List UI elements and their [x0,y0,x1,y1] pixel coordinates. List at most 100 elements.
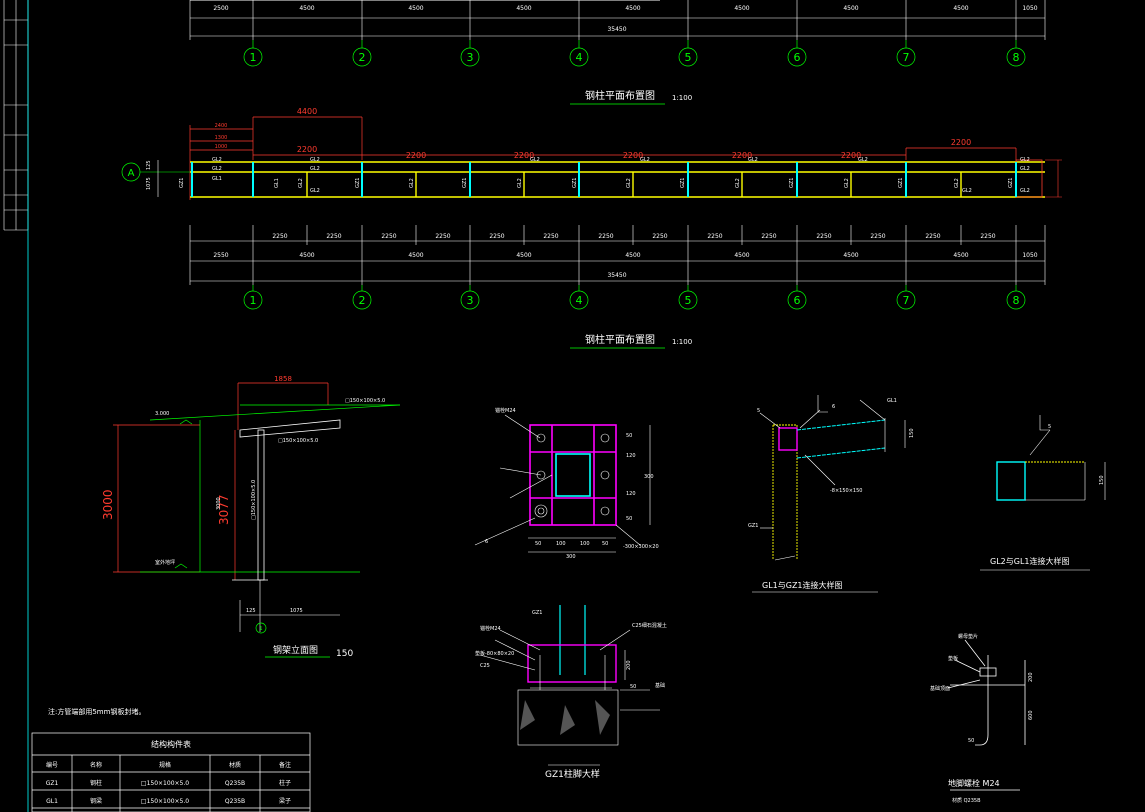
member-table [31,732,311,812]
table-cell: 钢梁 [90,797,102,805]
foot-label: 锚栓M24 [480,625,501,632]
axis-bubble-label: 1 [250,294,257,307]
anchor-label: 螺母垫片 [958,633,978,640]
member-label: GL2 [748,157,758,163]
plate-dim-right: 120 [626,491,636,497]
row-axis-label: A [128,168,135,179]
foot-gz-label: GZ1 [532,610,542,616]
top-bay-dim: 4500 [843,5,858,12]
half-dim: 2250 [326,233,341,240]
member-label: GL2 [954,178,960,188]
anchor-dim: 50 [968,738,974,744]
table-header: 备注 [279,761,291,769]
member-label: GZ1 [789,178,795,188]
gl2-dim: 150 [1099,475,1105,485]
plate-dim-bottom: 100 [580,541,590,547]
axis-bubble-label: 6 [794,51,801,64]
table-cell: 柱子 [279,779,291,787]
level-top: 3.000 [155,411,169,417]
weld-label: 5 [757,408,760,414]
top-bay-dim: 4500 [734,5,749,12]
column-foot-title: GZ1柱脚大样 [545,768,600,780]
gl2-detail-title: GL2与GL1连接大样图 [990,556,1070,566]
main-plan: 4400 2400 1300 1000 2200 2200 2200 2200 … [121,107,1062,349]
half-dim: 2250 [707,233,722,240]
top-bay-dim: 4500 [299,5,314,12]
elevation-bottom-dim: 125 [246,608,256,614]
top-plan: 2500 4500 4500 4500 4500 4500 4500 4500 … [189,0,1046,105]
axis-bubble-label: 3 [467,294,474,307]
plate-label: -300×300×20 [623,544,659,550]
bay-dim: 1050 [1022,252,1037,259]
member-label: GZ1 [898,178,904,188]
gl2-weld: 5 [1048,424,1051,430]
elevation-top-dim: 1858 [274,375,292,383]
stiff-label: 6 [485,539,488,545]
bay-dim: 4500 [953,252,968,259]
foot-label: C25细石混凝土 [632,622,667,629]
segment-dim: 2200 [623,151,643,160]
table-header: 材质 [229,761,241,769]
axis-bubble-label: 5 [685,294,692,307]
column-height: 3000 [216,497,222,510]
axis-bubble-label: 2 [359,294,366,307]
plate-dim-bottom: 100 [556,541,566,547]
foot-dim-2: 50 [630,684,636,690]
gl1-detail-title: GL1与GZ1连接大样图 [762,580,843,590]
top-plan-title: 钢柱平面布置图 [585,89,655,102]
axis-bubble-label: 1 [250,51,257,64]
half-dim: 2250 [870,233,885,240]
beam-label-2: □150×100×5.0 [278,438,318,444]
member-label: GL1 [274,178,280,188]
axis-bubble-label: 4 [576,294,583,307]
gz1-label: GZ1 [748,523,758,529]
table-header: 名称 [90,761,102,769]
anchor-label: 锚栓M24 [495,407,516,414]
foot-dim: 200 [626,660,632,670]
plate-dim-right: 50 [626,516,632,522]
anchor-bolt-detail: 螺母垫片 垫板 基础顶面 200 600 50 材质 Q235B 地脚螺栓 M2… [930,633,1034,804]
plate-dim-right: 120 [626,453,636,459]
anchor-dim: 600 [1028,710,1034,720]
segment-dim: 2200 [406,151,426,160]
member-label: GL2 [844,178,850,188]
elevation-height-inner: 3077 [217,494,231,525]
top-bay-dim: 4500 [953,5,968,12]
member-label: GL2 [310,188,320,194]
gl1-dim: 150 [909,428,915,438]
member-label: GZ1 [355,178,361,188]
main-plan-scale: 1:100 [672,338,692,346]
base-plate-detail: 锚栓M24 -300×300×20 6 50 120 300 120 50 50… [474,407,659,560]
axis-bubble-label: 7 [903,294,910,307]
half-dim: 2250 [598,233,613,240]
table-cell: 梁子 [279,797,291,805]
frame-elevation: 1858 3000 3077 3.000 室外地坪 □150×100×5.0 □… [101,375,401,659]
axis-bubble-label: 8 [1013,294,1020,307]
member-label: GL1 [212,176,222,182]
elevation-bottom-dim: 1075 [290,608,303,614]
axis-bubble-label: 4 [576,51,583,64]
axis-bubble-label: 2 [359,51,366,64]
gl1-plate-label: -8×150×150 [830,488,862,494]
segment-dim: 2200 [732,151,752,160]
half-dim: 2250 [761,233,776,240]
plate-dim-right: 50 [626,433,632,439]
half-dim: 2250 [543,233,558,240]
member-label: GL2 [962,188,972,194]
half-dim: 2250 [925,233,940,240]
member-label: GZ1 [1008,178,1014,188]
axis-bubble-label: 6 [794,294,801,307]
half-dim: 2250 [816,233,831,240]
bay-dim: 4500 [299,252,314,259]
level-bottom: 室外地坪 [155,559,175,566]
table-title: 结构构件表 [151,739,191,749]
table-header: 编号 [46,761,58,769]
small-dim: 1000 [215,144,228,150]
column-label: □150×100×5.0 [251,480,257,520]
member-label: GL2 [530,157,540,163]
axis-bubble-label: 5 [685,51,692,64]
depth-dim: 1075 [146,177,152,190]
column-foot-detail: GZ1 锚栓M24 垫板-80×80×20 C25 C25细石混凝土 基础 20… [475,605,667,780]
